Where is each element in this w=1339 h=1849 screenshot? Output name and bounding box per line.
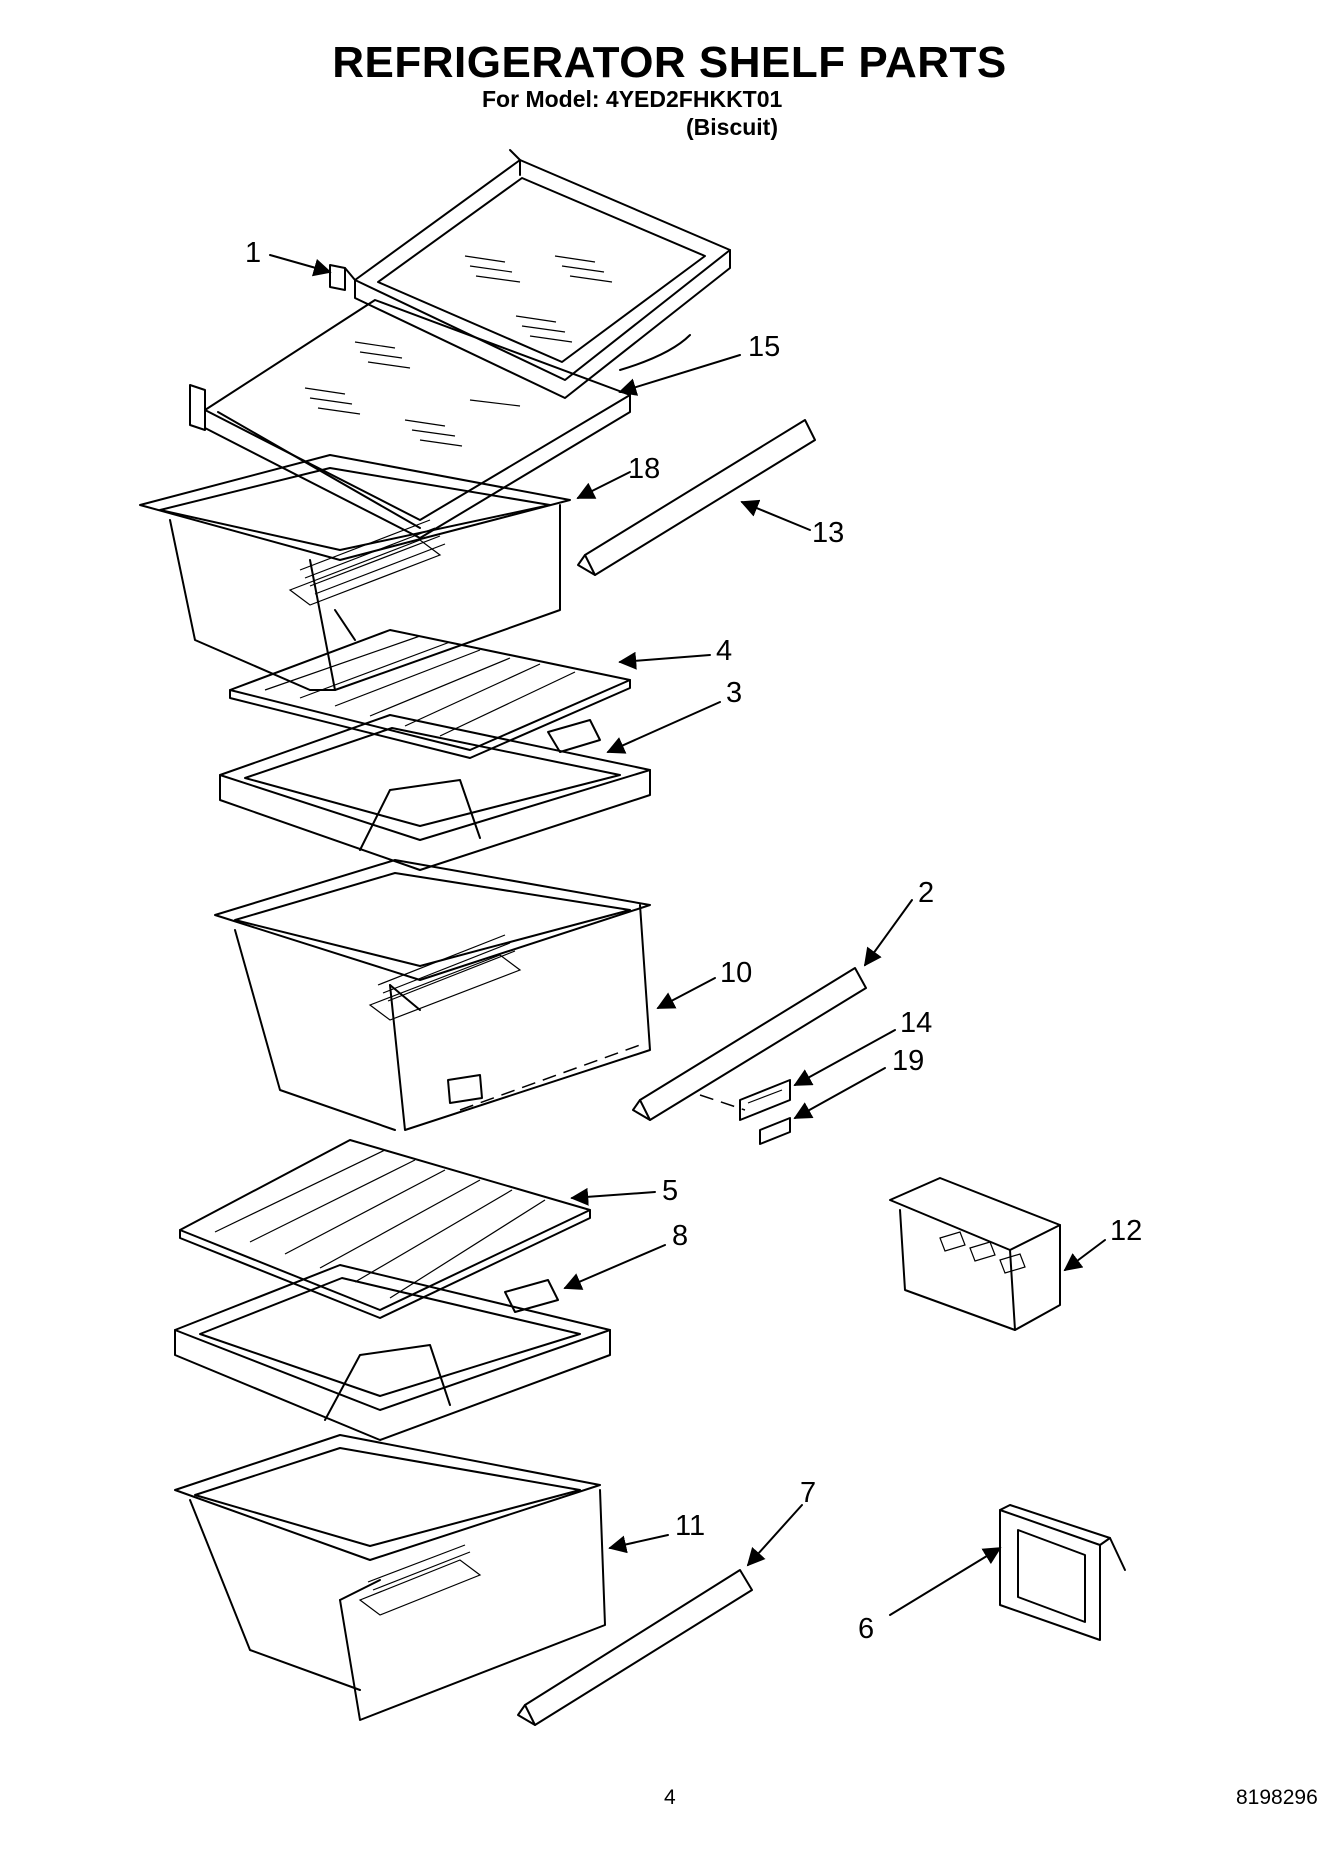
part-4-glass-panel [229,629,631,759]
part-19-clip [759,1117,791,1145]
part-5-glass-panel [179,1139,591,1319]
callout-12: 12 [1110,1215,1142,1247]
callout-10: 10 [720,957,752,989]
callout-7: 7 [800,1477,816,1509]
callout-8: 8 [672,1220,688,1252]
part-8-cover-frame [174,1264,611,1441]
part-2-trim-strip [632,967,867,1121]
callout-4: 4 [716,635,732,667]
part-3-cover-frame [219,714,651,871]
part-7-trim-strip [517,1569,753,1726]
page-number: 4 [664,1786,676,1809]
callout-18: 18 [628,453,660,485]
callout-3: 3 [726,677,742,709]
part-6-bracket [999,1504,1126,1641]
callout-2: 2 [918,877,934,909]
callout-19: 19 [892,1045,924,1077]
callout-6: 6 [858,1613,874,1645]
part-18-crisper-drawer [139,454,571,691]
part-12-bin [889,1177,1061,1331]
color-variant: (Biscuit) [686,114,778,140]
part-13-trim-strip [577,419,816,576]
part-1-glass-shelf [329,149,731,399]
callout-1: 1 [245,237,261,269]
document-number: 8198296 [1236,1786,1318,1809]
model-line: For Model: 4YED2FHKKT01 [482,86,783,112]
callout-13: 13 [812,517,844,549]
callout-leaders [269,254,1106,1616]
part-10-crisper-drawer [214,859,651,1131]
callout-15: 15 [748,331,780,363]
callout-11: 11 [675,1510,705,1542]
part-14-clip [739,1079,791,1121]
part-11-crisper-drawer [174,1434,606,1721]
callout-5: 5 [662,1175,678,1207]
page-title: REFRIGERATOR SHELF PARTS [332,38,1007,87]
callout-14: 14 [900,1007,932,1039]
